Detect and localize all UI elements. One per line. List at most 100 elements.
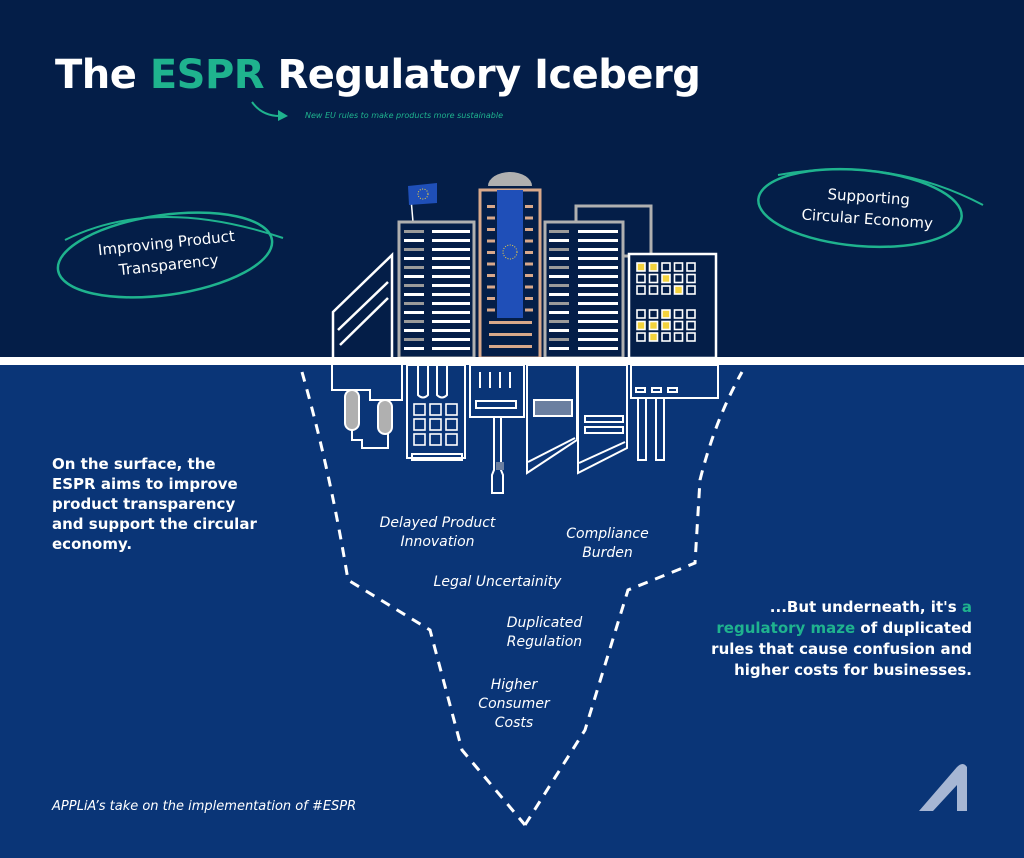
keypad-key — [429, 433, 442, 446]
floor-stripe — [432, 311, 470, 314]
tower-floor — [487, 308, 495, 312]
floor-stripe — [578, 239, 618, 242]
floor-stripe — [549, 284, 569, 287]
tower-floor — [525, 308, 533, 312]
underneath-accent: a regulatory maze — [716, 598, 972, 637]
building-window — [661, 332, 671, 342]
tower-floor — [487, 228, 495, 231]
iceberg-outline-right — [523, 371, 744, 826]
building-window — [673, 262, 684, 272]
floor-stripe — [549, 239, 569, 242]
subtitle: New EU rules to make products more susta… — [305, 111, 503, 120]
tower-floor — [487, 251, 495, 254]
footer-caption: APPLiA’s take on the implementation of #… — [52, 799, 357, 814]
applia-logo-icon — [919, 764, 967, 811]
risk-higher-consumer-costs: Higher Consumer Costs — [469, 676, 559, 733]
floor-stripe — [549, 275, 569, 278]
building-window — [661, 273, 671, 284]
building-window — [648, 332, 659, 342]
floor-stripe — [432, 338, 470, 341]
floor-stripe — [549, 302, 569, 305]
floor-stripe — [404, 275, 424, 278]
keypad-key — [429, 418, 442, 431]
floor-stripe — [404, 338, 424, 341]
building-window — [686, 332, 696, 342]
building-window — [673, 285, 684, 295]
tower-floor — [525, 228, 533, 231]
building-window — [648, 320, 659, 331]
floor-stripe — [404, 266, 424, 269]
tower-floor — [489, 345, 532, 348]
keypad-key — [445, 403, 458, 416]
tower-floor — [489, 333, 532, 336]
tower-floor — [525, 216, 533, 220]
risk-line: Higher — [490, 677, 538, 693]
building-window — [636, 273, 646, 284]
floor-stripe — [432, 266, 470, 269]
risk-legal-uncertainty: Legal Uncertainity — [425, 573, 570, 592]
underneath-prefix: ...But underneath, it's — [769, 598, 962, 616]
risk-line: Legal Uncertainity — [433, 574, 562, 590]
goal-bubble-circular-economy: Supporting Circular Economy — [748, 160, 988, 255]
building-window — [686, 273, 696, 284]
building-right — [543, 204, 653, 360]
building-window — [661, 285, 671, 295]
risk-compliance-burden: Compliance Burden — [555, 525, 660, 563]
underneath-summary: ...But underneath, it's a regulatory maz… — [702, 597, 972, 681]
building-window — [648, 262, 659, 272]
building-window — [636, 262, 646, 272]
floor-stripe — [404, 239, 424, 242]
floor-stripe — [432, 239, 470, 242]
floor-stripe — [549, 248, 569, 251]
building-window — [686, 262, 696, 272]
floor-stripe — [404, 293, 424, 296]
building-window — [648, 285, 659, 295]
tower-floor — [487, 285, 495, 289]
tower-floor — [525, 205, 533, 208]
floor-stripe — [549, 257, 569, 260]
floor-stripe — [578, 284, 618, 287]
floor-stripe — [432, 347, 470, 350]
tower-floor — [525, 251, 533, 254]
floor-stripe — [432, 275, 470, 278]
building-window — [648, 309, 659, 319]
floor-stripe — [549, 329, 569, 332]
floor-stripe — [578, 248, 618, 251]
floor-stripe — [404, 230, 424, 233]
building-left — [397, 220, 476, 360]
sea-background — [0, 362, 1024, 858]
floor-stripe — [578, 320, 618, 323]
floor-stripe — [578, 347, 618, 350]
building-slanted — [331, 252, 394, 358]
surface-summary: On the surface, the ESPR aims to improve… — [52, 455, 257, 553]
floor-stripe — [549, 320, 569, 323]
floor-stripe — [578, 293, 618, 296]
building-window — [673, 320, 684, 331]
floor-stripe — [549, 347, 569, 350]
page-title: The ESPR Regulatory Iceberg — [55, 52, 701, 98]
tower-floor — [487, 297, 495, 300]
tower-floor — [525, 239, 533, 243]
building-tower — [478, 172, 542, 360]
building-window — [661, 262, 671, 272]
floor-stripe — [432, 329, 470, 332]
building-window — [636, 285, 646, 295]
tower-floor — [489, 321, 532, 324]
underneath-suffix: of duplicated rules that cause confusion… — [711, 619, 972, 679]
floor-stripe — [432, 302, 470, 305]
curved-arrow-icon — [251, 101, 288, 121]
building-window — [686, 320, 696, 331]
floor-stripe — [404, 311, 424, 314]
building-window — [648, 273, 659, 284]
floor-stripe — [549, 266, 569, 269]
goal-bubble-transparency: Improving Product Transparency — [45, 200, 290, 305]
waterline — [0, 357, 1024, 365]
risk-delayed-innovation: Delayed Product Innovation — [370, 514, 505, 552]
building-windows — [627, 252, 718, 360]
building-window — [686, 309, 696, 319]
floor-stripe — [404, 284, 424, 287]
floor-stripe — [404, 347, 424, 350]
risk-line: Duplicated — [506, 615, 583, 631]
keypad-key — [445, 433, 458, 446]
building-window — [636, 320, 646, 331]
